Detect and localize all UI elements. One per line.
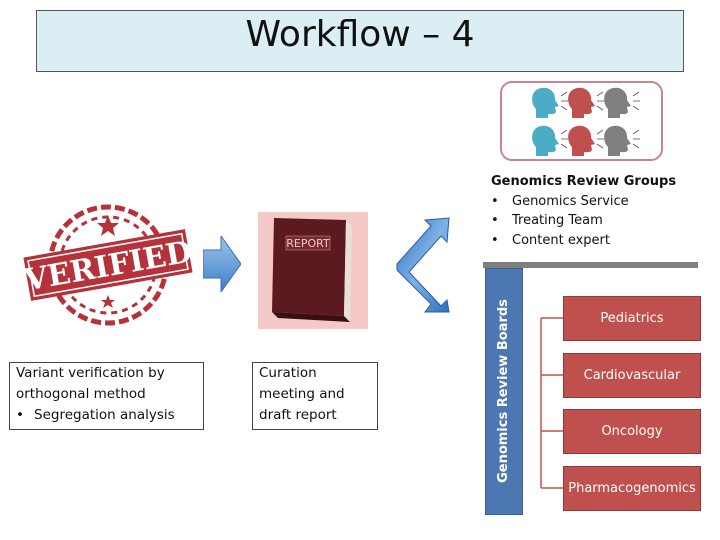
title-banner — [36, 10, 684, 72]
step2-line1: Curation — [259, 365, 317, 381]
page-title: Workflow – 4 — [245, 14, 475, 55]
right-arrow-icon — [203, 236, 241, 292]
verified-stamp-icon: VERIFIED — [21, 204, 195, 326]
step1-bullet-text: Segregation analysis — [34, 407, 175, 423]
review-groups-title: Genomics Review Groups — [491, 174, 677, 189]
review-group-item: •Content expert — [491, 231, 691, 251]
divider-bar — [483, 262, 698, 268]
double-arrow-icon — [396, 217, 450, 313]
speaking-heads-icon — [532, 87, 641, 156]
review-boards-bar — [485, 268, 523, 515]
review-group-item-text: Treating Team — [512, 213, 603, 228]
board-cardiovascular: Cardiovascular — [563, 353, 701, 398]
step1-line2: orthogonal method — [16, 386, 146, 402]
report-cover-text: REPORT — [286, 237, 330, 250]
review-group-item-text: Content expert — [512, 232, 610, 248]
board-pharmacogenomics: Pharmacogenomics — [563, 466, 701, 511]
step1-bullet: •Segregation analysis — [16, 405, 197, 426]
step2-line2: meeting and — [259, 386, 345, 402]
board-connectors — [540, 317, 563, 489]
board-pediatrics: Pediatrics — [563, 296, 701, 341]
review-group-item: •Genomics Service — [491, 192, 691, 212]
review-group-item-text: Genomics Service — [512, 193, 629, 209]
board-oncology: Oncology — [563, 409, 701, 454]
review-groups-list: Genomics Review Groups •Genomics Service… — [491, 172, 691, 250]
review-boards-label: Genomics Review Boards — [496, 299, 511, 483]
review-group-item: •Treating Team — [491, 211, 691, 231]
step-variant-verification: Variant verification by orthogonal metho… — [9, 362, 204, 430]
step2-line3: draft report — [259, 407, 337, 423]
step-curation-meeting: Curation meeting and draft report — [252, 362, 378, 430]
step1-line1: Variant verification by — [16, 365, 165, 381]
report-book-icon: REPORT — [258, 212, 368, 329]
